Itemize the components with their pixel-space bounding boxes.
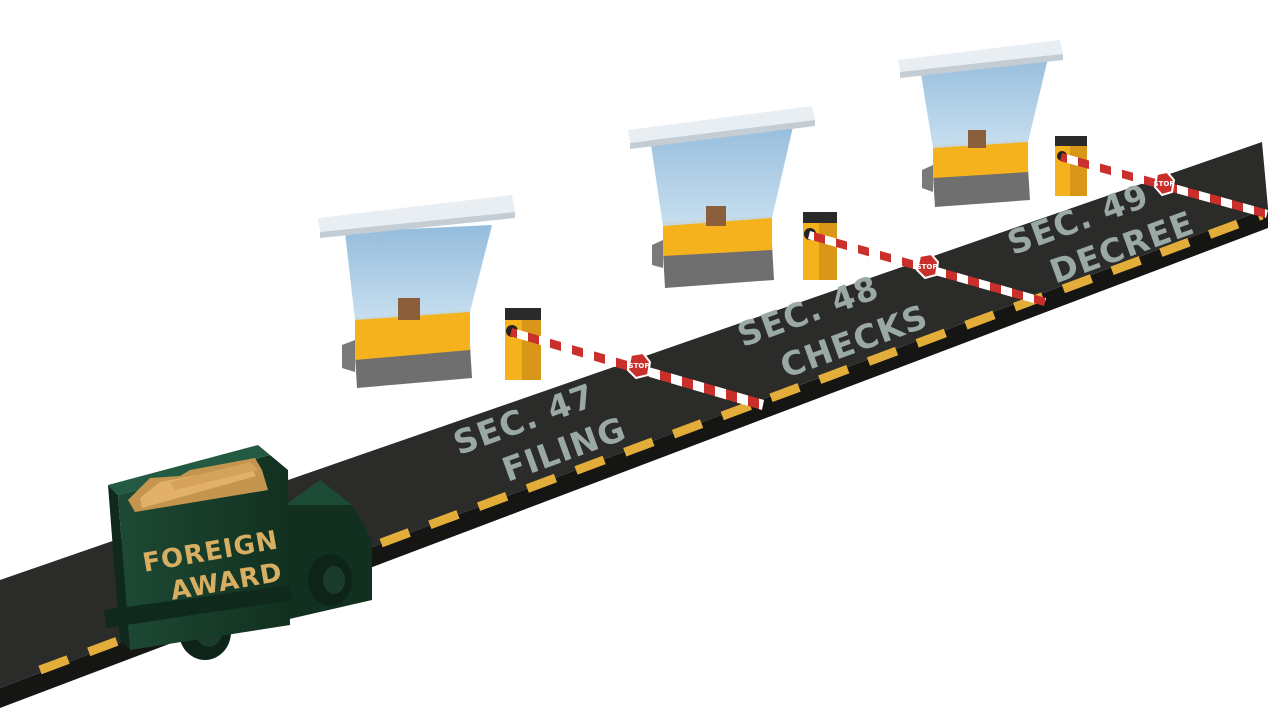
- guard-booth-icon: [318, 195, 515, 388]
- stop-sign-icon: STOP: [915, 252, 940, 280]
- stop-sign-icon: STOP: [1154, 170, 1176, 197]
- guard-booth-icon: [628, 106, 815, 288]
- guard-booth-icon: [898, 40, 1063, 207]
- folder-icon: [128, 458, 268, 512]
- checkpoint-2: STOP SEC. 48 CHECKS: [628, 106, 1046, 386]
- stop-sign-label: STOP: [1154, 180, 1175, 188]
- stop-sign-label: STOP: [629, 362, 650, 370]
- stop-sign-label: STOP: [917, 263, 938, 271]
- stop-sign-icon: STOP: [626, 351, 652, 380]
- truck-icon: FOREIGN AWARD: [104, 445, 372, 660]
